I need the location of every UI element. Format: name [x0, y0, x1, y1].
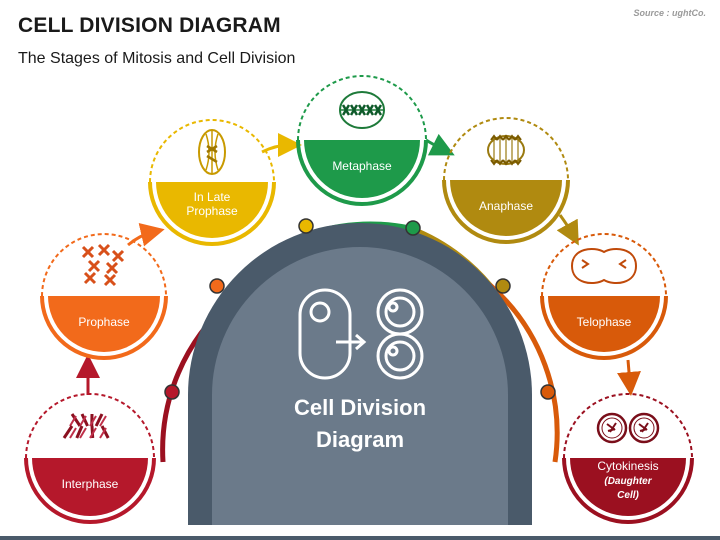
stage-ring-top: [25, 393, 155, 459]
daughters-cell-icon: [596, 412, 660, 444]
stage-ring-bottom: [40, 295, 168, 360]
stage-ring-top: [149, 119, 275, 183]
stage-label-line: Prophase: [78, 315, 130, 329]
chromatin-cell-icon: [62, 413, 110, 439]
stage-ring-bottom: [296, 139, 428, 206]
stage-ring-top: [443, 117, 569, 181]
stage-telophase: Telophase: [540, 233, 668, 360]
stage-interphase: Interphase: [24, 393, 156, 524]
arrow-metaphase-to-anaphase: [425, 133, 455, 156]
stage-ring-top: [297, 75, 427, 141]
spindle-cell-icon: [198, 129, 226, 175]
center-title-line2: Diagram: [316, 427, 404, 452]
stage-ring-bottom: [540, 295, 668, 360]
metaphase-cell-icon: [339, 91, 385, 129]
stage-label-line: Telophase: [577, 315, 632, 329]
dot-telophase: [540, 384, 556, 400]
page-title: CELL DIVISION DIAGRAM: [18, 14, 281, 37]
stage-ring-bottom: [148, 181, 276, 246]
stage-label-line: Cytokinesis: [597, 459, 658, 473]
stage-ring-top: [563, 393, 693, 459]
center-title-line1: Cell Division: [294, 395, 426, 420]
arrow-prophase-to-late-prophase: [127, 223, 165, 247]
stage-prophase: Prophase: [40, 233, 168, 360]
stage-label-line: (Daughter: [604, 476, 652, 487]
stage-label-line: Interphase: [62, 477, 119, 491]
stage-anaphase: Anaphase: [442, 117, 570, 244]
dot-interphase: [164, 384, 180, 400]
stage-label-line: Anaphase: [479, 199, 533, 213]
condensed-cell-icon: [81, 243, 125, 287]
source-credit: Source : ughtCo.: [633, 8, 707, 18]
stage-ring-top: [41, 233, 167, 297]
flow-arrows: [76, 133, 641, 396]
dot-metaphase: [405, 220, 421, 236]
connector-dots: [164, 218, 556, 400]
arrow-telophase-to-cytokinesis: [617, 359, 641, 396]
dot-anaphase: [495, 278, 511, 294]
arrow-late-prophase-to-metaphase: [261, 133, 302, 158]
stage-metaphase: Metaphase: [296, 75, 428, 206]
anaphase-cell-icon: [487, 134, 525, 166]
center-dome: Cell Division Diagram: [188, 223, 532, 525]
arrow-anaphase-to-telophase: [556, 214, 579, 246]
stage-label-line: In Late: [194, 190, 231, 204]
stage-label-line: Metaphase: [332, 159, 392, 173]
arc-segment-5: [488, 283, 560, 463]
stage-ring-top: [541, 233, 667, 297]
bottom-bar: [0, 536, 720, 540]
dot-prophase: [209, 278, 225, 294]
stage-ring-bottom: [24, 457, 156, 524]
dome-inner: [212, 247, 508, 525]
stage-ring-bottom: [442, 179, 570, 244]
cell-dividing-icon: [298, 288, 424, 380]
dot-late-prophase: [298, 218, 314, 234]
page-subtitle: The Stages of Mitosis and Cell Division: [18, 50, 296, 67]
stage-ring-bottom: [562, 457, 694, 524]
telophase-cell-icon: [570, 248, 638, 284]
stage-label-line: Prophase: [186, 204, 238, 218]
stage-label-line: Cell): [617, 490, 639, 501]
